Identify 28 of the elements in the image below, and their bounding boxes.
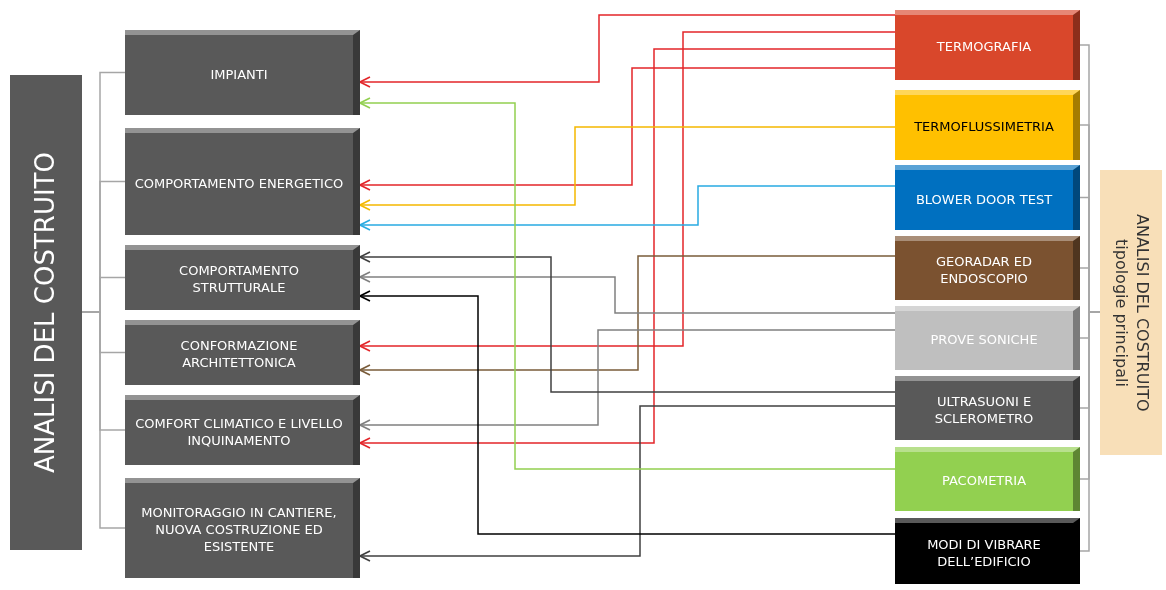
category-box: COMFORT CLIMATICO E LIVELLO INQUINAMENTO — [125, 395, 360, 465]
method-box: TERMOFLUSSIMETRIA — [895, 90, 1080, 160]
method-box: PACOMETRIA — [895, 447, 1080, 511]
arrow — [359, 48, 896, 449]
method-box: MODI DI VIBRARE DELL’EDIFICIO — [895, 518, 1080, 584]
arrow — [359, 271, 896, 314]
category-box: CONFORMAZIONE ARCHITETTONICA — [125, 320, 360, 385]
arrow — [359, 329, 896, 431]
arrow — [359, 14, 896, 88]
arrow — [359, 290, 896, 535]
method-box: TERMOGRAFIA — [895, 10, 1080, 80]
arrow — [359, 126, 896, 211]
connector-line — [81, 311, 126, 529]
category-box: COMPORTAMENTO STRUTTURALE — [125, 245, 360, 310]
method-box: PROVE SONICHE — [895, 306, 1080, 370]
method-box: ULTRASUONI E SCLEROMETRO — [895, 376, 1080, 440]
arrow — [359, 31, 896, 352]
arrow — [359, 97, 896, 470]
category-box: MONITORAGGIO IN CANTIERE, NUOVA COSTRUZIONE ED ESISTENTE — [125, 478, 360, 578]
method-box: BLOWER DOOR TEST — [895, 165, 1080, 230]
arrow — [359, 67, 896, 191]
category-box: IMPIANTI — [125, 30, 360, 115]
heading-box: ANALISI DEL COSTRUITO tipologie principali — [1100, 170, 1162, 455]
arrow — [359, 185, 896, 231]
heading-box: ANALISI DEL COSTRUITO — [10, 75, 82, 550]
arrow — [359, 405, 896, 562]
method-box: GEORADAR ED ENDOSCOPIO — [895, 236, 1080, 300]
category-box: COMPORTAMENTO ENERGETICO — [125, 128, 360, 235]
